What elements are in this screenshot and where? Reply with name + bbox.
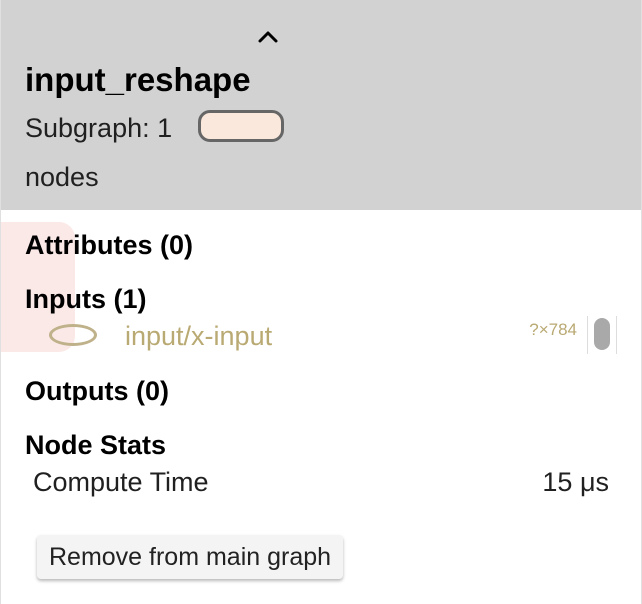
outputs-heading[interactable]: Outputs (0) bbox=[25, 376, 169, 406]
input-list-scrollbar[interactable] bbox=[587, 316, 617, 354]
subgraph-nodes-label: nodes bbox=[25, 162, 99, 192]
collapse-button[interactable] bbox=[253, 22, 283, 52]
attributes-heading[interactable]: Attributes (0) bbox=[25, 230, 193, 260]
subgraph-color-swatch bbox=[198, 110, 284, 142]
input-node-ellipse-icon bbox=[49, 324, 97, 346]
node-title: input_reshape bbox=[25, 61, 251, 98]
stat-label: Compute Time bbox=[33, 467, 209, 497]
scrollbar-thumb[interactable] bbox=[594, 318, 610, 350]
input-list-item[interactable]: input/x-input ?×784 bbox=[1, 314, 641, 360]
chevron-up-icon bbox=[258, 31, 278, 43]
node-header: input_reshape Subgraph: 1 nodes bbox=[1, 0, 641, 210]
inputs-heading[interactable]: Inputs (1) bbox=[25, 284, 147, 314]
stat-value: 15 μs bbox=[542, 467, 609, 497]
remove-from-main-graph-button[interactable]: Remove from main graph bbox=[37, 535, 344, 579]
stat-row-compute-time: Compute Time 15 μs bbox=[33, 464, 609, 500]
node-stats-heading: Node Stats bbox=[25, 430, 167, 460]
input-shape: ?×784 bbox=[529, 320, 577, 339]
subgraph-label: Subgraph: 1 bbox=[25, 113, 173, 143]
input-name-link[interactable]: input/x-input bbox=[125, 321, 273, 351]
